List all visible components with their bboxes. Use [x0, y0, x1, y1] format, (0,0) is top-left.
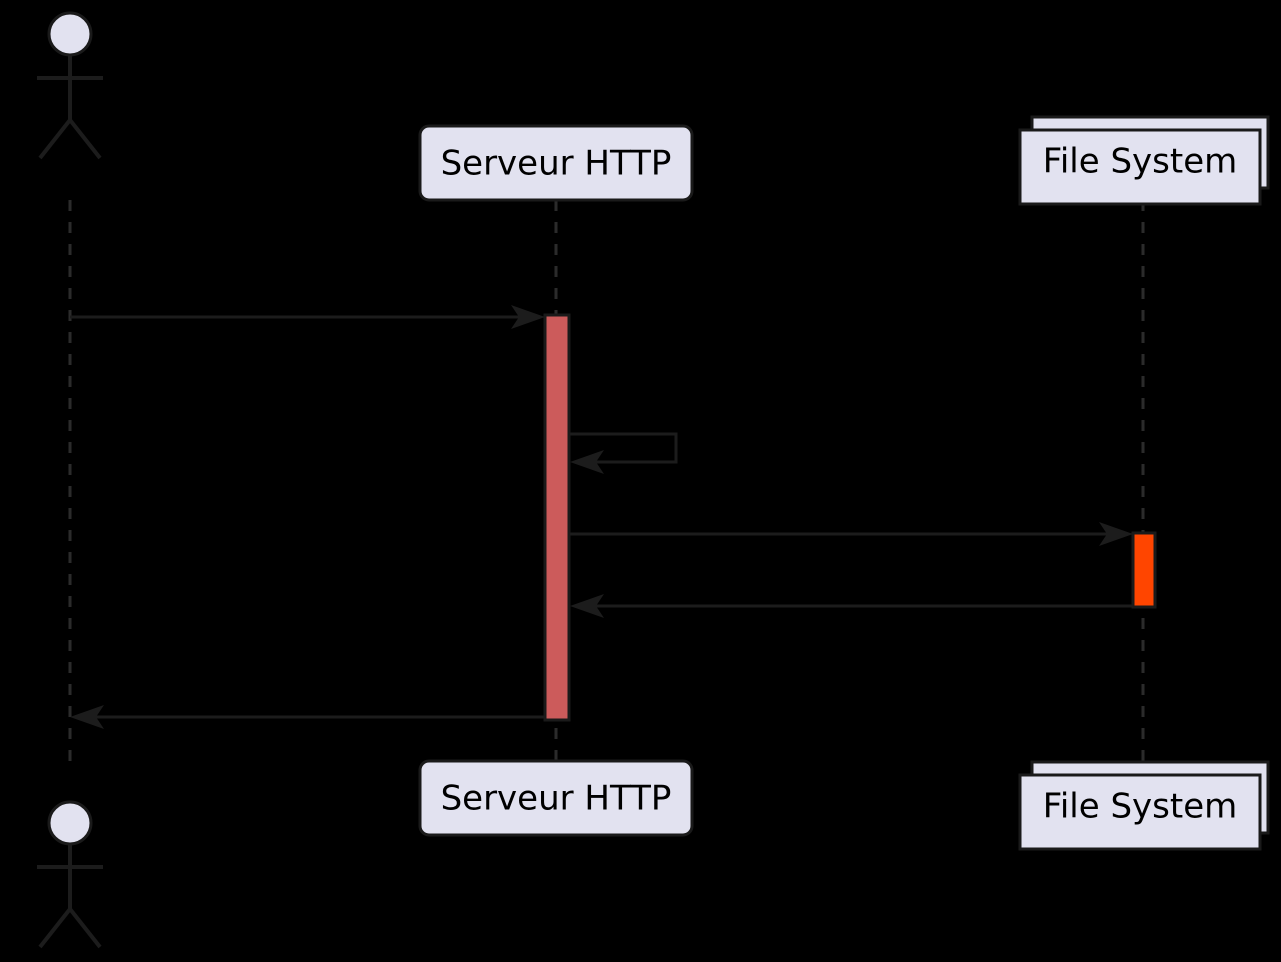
serveur-http-label-bottom: Serveur HTTP [441, 779, 672, 819]
lifelines-group [68, 200, 1145, 776]
participant-box-serveur-http-top[interactable]: Serveur HTTP [418, 124, 694, 202]
participant-box-file-system-bottom[interactable]: File System [1018, 760, 1270, 851]
message-2-serveur-http-self-call[interactable] [570, 432, 678, 474]
actor-top[interactable] [37, 11, 103, 160]
message-5-arrowhead [70, 705, 104, 729]
actor-bottom[interactable] [37, 800, 103, 949]
participant-box-serveur-http-bottom[interactable]: Serveur HTTP [418, 759, 694, 837]
message-1-actor-to-serveur-http[interactable] [70, 305, 545, 329]
message-2-arrowhead [570, 450, 604, 474]
actor-head-icon-bottom [47, 800, 93, 846]
message-3-arrowhead [1099, 522, 1133, 546]
file-system-label-bottom: File System [1043, 787, 1238, 827]
actor-leg-left-top [38, 118, 72, 160]
message-1-arrowhead [511, 305, 545, 329]
message-2-line [570, 432, 678, 464]
participant-box-file-system-top[interactable]: File System [1018, 115, 1270, 206]
message-3-serveur-http-to-file-system[interactable] [570, 522, 1133, 546]
file-system-box-top-rect [1018, 128, 1262, 206]
actor-leg-right-bottom [68, 907, 102, 949]
message-4-arrowhead [570, 594, 604, 618]
serveur-http-box-top-rect [418, 124, 694, 202]
message-4-file-system-to-serveur-http[interactable] [570, 594, 1133, 618]
serveur-http-label-top: Serveur HTTP [441, 144, 672, 184]
actor-leg-left-bottom [38, 907, 72, 949]
activation-bar-file-system [1131, 531, 1157, 609]
file-system-box-bottom-rect [1018, 773, 1262, 851]
actor-leg-right-top [68, 118, 102, 160]
actor-head-icon-top [47, 11, 93, 57]
activation-bars-group [543, 313, 1157, 722]
file-system-label-top: File System [1043, 142, 1238, 182]
message-5-serveur-http-to-actor[interactable] [70, 705, 545, 729]
serveur-http-box-bottom-rect [418, 759, 694, 837]
activation-bar-serveur-http [543, 313, 571, 722]
